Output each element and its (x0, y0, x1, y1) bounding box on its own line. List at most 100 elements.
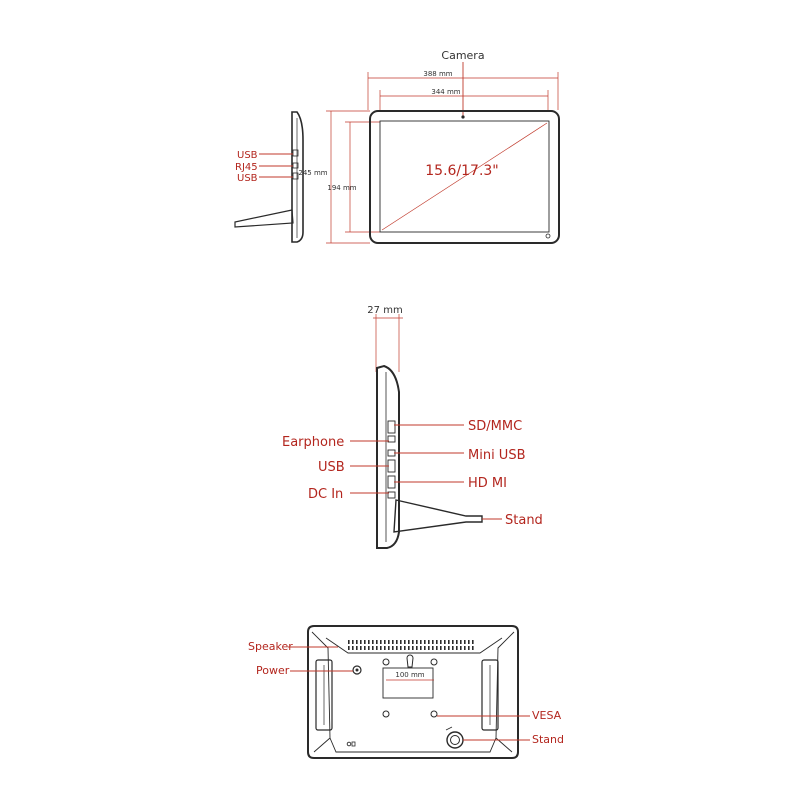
usb-port-icon (292, 149, 299, 157)
speaker-label: Speaker (248, 640, 293, 653)
dc-in-port-icon (387, 491, 396, 499)
speaker-slot (468, 646, 470, 650)
speaker-slot (408, 640, 410, 644)
height-outer-label: 245 mm (298, 169, 327, 177)
usb-port-icon (292, 172, 299, 180)
speaker-slot (356, 640, 358, 644)
speaker-slot (460, 640, 462, 644)
stand-mount-arrow (445, 726, 453, 731)
keyhole-icon (406, 654, 414, 668)
speaker-slot (436, 640, 438, 644)
stand-left (234, 209, 294, 228)
speaker-grille-icon (348, 640, 474, 650)
speaker-slot (348, 646, 350, 650)
side-view-left: USB RJ45 USB (234, 111, 304, 243)
speaker-slot (384, 646, 386, 650)
camera-label: Camera (441, 49, 484, 62)
speaker-slot (404, 646, 406, 650)
speaker-slot (432, 640, 434, 644)
port-label-mini-usb: Mini USB (468, 448, 526, 463)
speaker-slot (364, 640, 366, 644)
height-inner-label: 194 mm (327, 184, 356, 192)
speaker-slot (432, 646, 434, 650)
back-frame (307, 625, 519, 759)
speaker-slot (352, 646, 354, 650)
speaker-slot (420, 646, 422, 650)
port-label-earphone: Earphone (282, 435, 344, 450)
port-label-rj45: RJ45 (235, 162, 258, 173)
speaker-slot (424, 640, 426, 644)
speaker-slot (368, 646, 370, 650)
speaker-slot (472, 646, 474, 650)
side-body (376, 364, 400, 549)
speaker-slot (452, 646, 454, 650)
speaker-slot (356, 646, 358, 650)
speaker-slot (444, 640, 446, 644)
power-label: Power (256, 664, 290, 677)
side-view: 27 mm Earphone USB DC In SD/MMC Mini USB… (282, 305, 543, 549)
speaker-slot (372, 646, 374, 650)
speaker-slot (384, 640, 386, 644)
sd-slot-icon (387, 420, 396, 434)
depth-label: 27 mm (367, 305, 402, 316)
speaker-slot (368, 640, 370, 644)
front-view: Camera 388 mm 344 mm 245 mm 194 mm (298, 49, 560, 244)
power-button-icon (352, 665, 362, 675)
rj45-port-icon (292, 162, 299, 169)
speaker-slot (472, 640, 474, 644)
speaker-slot (456, 646, 458, 650)
speaker-slot (404, 640, 406, 644)
speaker-slot (396, 640, 398, 644)
speaker-slot (436, 646, 438, 650)
speaker-slot (448, 646, 450, 650)
back-view: 100 mm Speaker Power VESA Stand (248, 625, 564, 759)
side-body-left (291, 111, 304, 243)
monitor-front-screen (379, 120, 550, 233)
back-bevel-bottom (329, 737, 497, 753)
speaker-slot (392, 646, 394, 650)
earphone-jack-icon (387, 435, 396, 443)
speaker-slot (464, 640, 466, 644)
reset-slot-icon (351, 741, 356, 747)
speaker-slot (352, 640, 354, 644)
speaker-slot (416, 646, 418, 650)
port-label-usb: USB (318, 460, 345, 475)
back-bevel-right (495, 631, 515, 753)
speaker-slot (408, 646, 410, 650)
port-label-dc-in: DC In (308, 487, 343, 502)
stand-mount-inner (450, 735, 460, 745)
width-outer-label: 388 mm (423, 70, 452, 78)
speaker-slot (400, 640, 402, 644)
grip-left (315, 659, 333, 731)
stand-label: Stand (505, 513, 543, 528)
speaker-slot (392, 640, 394, 644)
front-button-icon (545, 233, 551, 239)
speaker-slot (400, 646, 402, 650)
vesa-hole-icon (430, 658, 438, 666)
port-label-usb-1: USB (237, 150, 258, 161)
reset-hole-icon (346, 741, 352, 747)
port-label-hdmi: HD MI (468, 476, 507, 491)
grip-right (481, 659, 499, 731)
speaker-slot (372, 640, 374, 644)
back-bevel-left (311, 631, 331, 753)
port-label-sd-mmc: SD/MMC (468, 419, 522, 434)
speaker-slot (376, 646, 378, 650)
power-button-center (355, 668, 359, 672)
vesa-hole-icon (382, 710, 390, 718)
speaker-slot (380, 640, 382, 644)
width-inner-label: 344 mm (431, 88, 460, 96)
speaker-slot (364, 646, 366, 650)
speaker-slot (440, 640, 442, 644)
back-stand-label: Stand (532, 733, 564, 746)
speaker-slot (360, 646, 362, 650)
vesa-hole-icon (382, 658, 390, 666)
speaker-slot (468, 640, 470, 644)
hdmi-port-icon (387, 475, 396, 489)
speaker-slot (464, 646, 466, 650)
speaker-slot (424, 646, 426, 650)
speaker-slot (376, 640, 378, 644)
mini-usb-port-icon (387, 449, 396, 457)
vesa-label-plate (382, 667, 434, 699)
